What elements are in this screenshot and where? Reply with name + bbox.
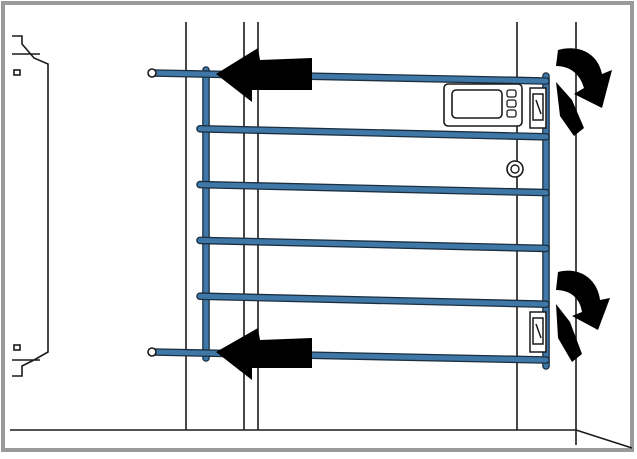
- rack-rail-3: [197, 182, 549, 196]
- arrow-curved-top: [556, 48, 612, 108]
- image-frame: [1, 1, 634, 452]
- arrow-left-top: [216, 48, 312, 102]
- latch-icon: [529, 87, 547, 353]
- rail-end-hook-6: [147, 347, 157, 357]
- rack-rail-5: [197, 293, 549, 307]
- rack-rail-6: [149, 349, 549, 363]
- arrow-curved-bottom-tail: [556, 304, 582, 362]
- control-panel-icon: [443, 83, 523, 127]
- rack-rail-2: [197, 126, 549, 140]
- rail-end-hook-1: [147, 68, 157, 78]
- rack-rail-4: [197, 237, 549, 251]
- knob-icon: [506, 160, 524, 178]
- arrow-left-bottom: [216, 328, 312, 380]
- shelf-rack: [147, 66, 550, 370]
- arrow-curved-bottom: [556, 270, 610, 330]
- arrow-curved-top-tail: [556, 82, 584, 136]
- oven-door: [12, 35, 49, 377]
